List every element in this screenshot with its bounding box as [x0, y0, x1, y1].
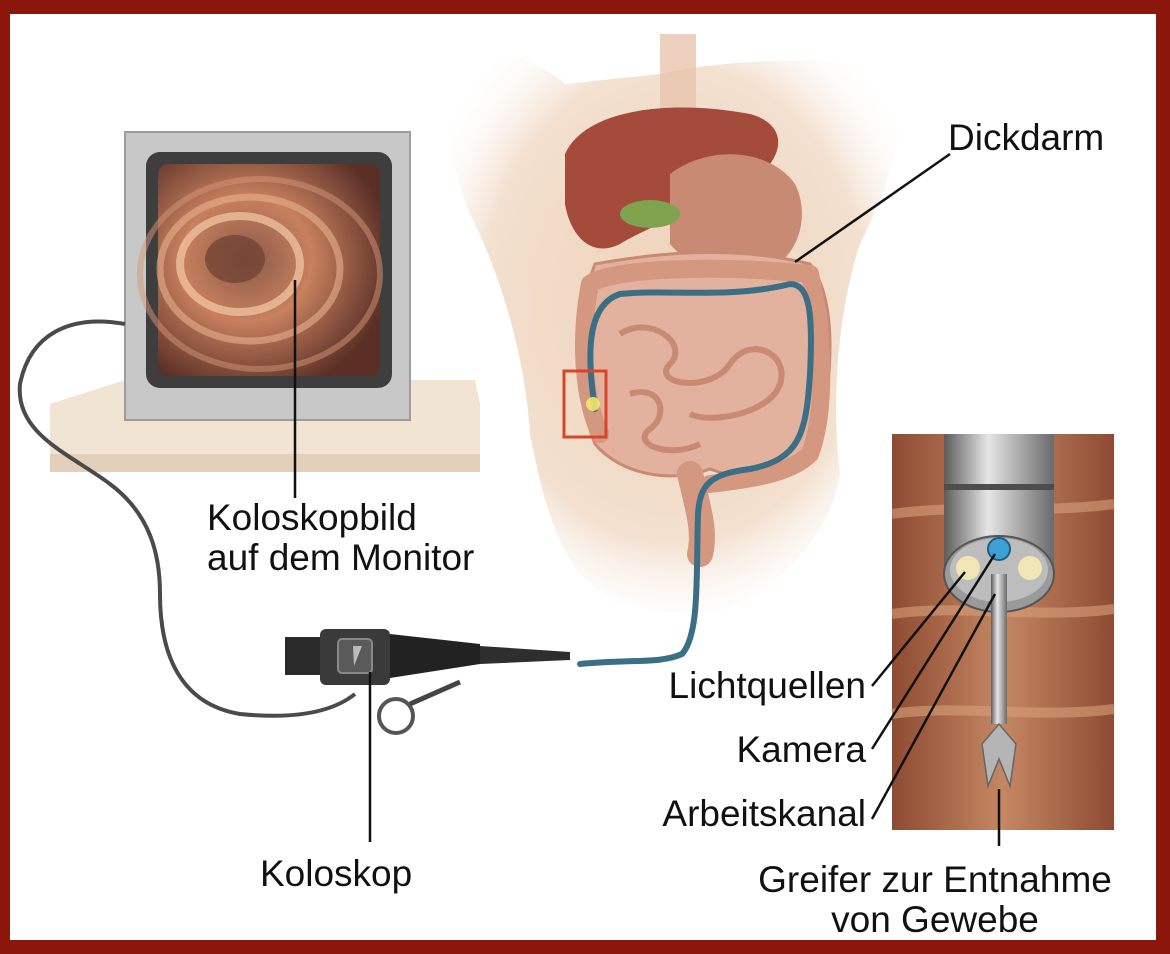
label-kamera: Kamera	[630, 730, 866, 770]
label-greifer-line2: von Gewebe	[715, 900, 1155, 940]
label-dickdarm: Dickdarm	[948, 118, 1104, 158]
label-monitor-image: Koloskopbild auf dem Monitor	[207, 498, 474, 578]
label-monitor-line2: auf dem Monitor	[207, 538, 474, 578]
label-greifer-line1: Greifer zur Entnahme	[715, 860, 1155, 900]
diagram-frame: Dickdarm Koloskopbild auf dem Monitor Ko…	[10, 14, 1156, 940]
label-lichtquellen: Lichtquellen	[630, 666, 866, 706]
monitor-icon	[50, 132, 480, 472]
label-greifer: Greifer zur Entnahme von Gewebe	[715, 860, 1155, 940]
liver-stomach-illustration	[565, 107, 802, 272]
label-monitor-line1: Koloskopbild	[207, 498, 474, 538]
label-arbeitskanal: Arbeitskanal	[630, 794, 866, 834]
colonoscope-tip-closeup	[892, 434, 1114, 830]
colonoscope-icon	[285, 629, 570, 733]
label-koloskop: Koloskop	[260, 854, 412, 894]
